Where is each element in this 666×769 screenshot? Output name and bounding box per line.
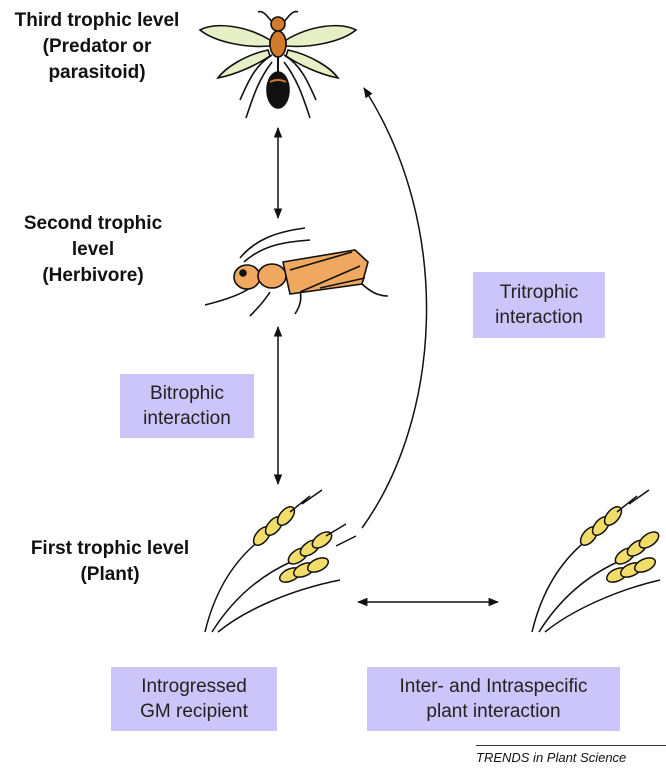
credit-rule bbox=[476, 745, 666, 746]
herbivore-insect-icon bbox=[205, 228, 388, 316]
wheat-plant-icon bbox=[532, 490, 661, 632]
wasp-icon bbox=[200, 11, 356, 118]
wheat-plant-icon bbox=[205, 490, 356, 632]
tritrophic-curve-arrow bbox=[362, 88, 427, 528]
journal-credit: TRENDS in Plant Science bbox=[476, 750, 626, 765]
